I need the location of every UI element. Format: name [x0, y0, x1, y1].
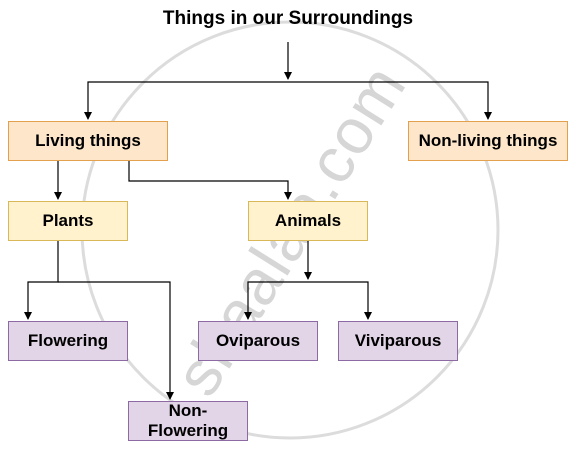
edge-plants-nonflowering	[58, 281, 174, 400]
node-non-flowering-line2: Flowering	[147, 421, 229, 440]
diagram-title: Things in our Surroundings	[162, 8, 414, 29]
edge-to-oviparous	[244, 281, 308, 320]
node-viviparous: Viviparous	[338, 321, 458, 361]
node-animals: Animals	[248, 201, 368, 241]
node-non-flowering-line1: Non-	[168, 400, 208, 420]
edge-to-viviparous	[308, 281, 372, 320]
edge-plants-split	[24, 241, 59, 320]
node-non-living-things: Non-living things	[408, 121, 568, 161]
node-living-things: Living things	[8, 121, 168, 161]
node-flowering: Flowering	[8, 321, 128, 361]
node-oviparous: Oviparous	[198, 321, 318, 361]
node-non-flowering: Non- Flowering	[128, 401, 248, 441]
edge-to-living	[84, 81, 288, 120]
edge-to-nonliving	[288, 81, 492, 120]
node-plants: Plants	[8, 201, 128, 241]
edge-living-animals	[128, 161, 292, 200]
